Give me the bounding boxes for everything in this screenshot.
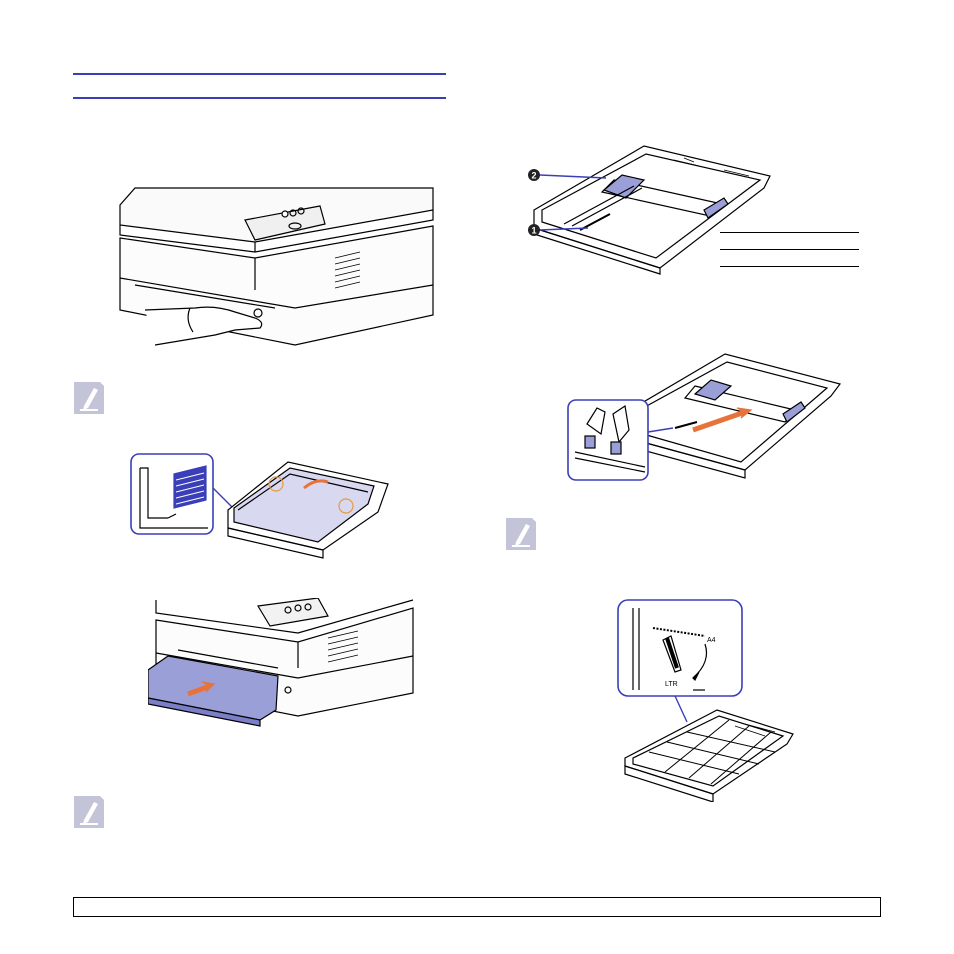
section-header-rule-top — [73, 73, 446, 75]
page-footer-box — [73, 897, 881, 917]
printer-open-tray-illustration — [115, 180, 440, 360]
paper-size-lever-illustration: A4 LTR — [615, 598, 795, 802]
callout-1: 1 — [531, 226, 536, 236]
tray-guides-callout-illustration: 2 1 — [524, 140, 774, 275]
legend-table-line — [720, 266, 859, 267]
legend-table-line — [720, 232, 859, 233]
label-ltr: LTR — [665, 681, 678, 688]
note-icon — [72, 794, 106, 830]
insert-tray-illustration — [148, 598, 418, 738]
paper-load-tray-illustration — [128, 448, 390, 560]
legend-table-line — [720, 249, 859, 250]
note-icon — [504, 516, 538, 552]
section-header-rule-bottom — [73, 97, 446, 99]
adjust-length-guide-illustration — [565, 352, 845, 482]
label-a4: A4 — [707, 637, 716, 644]
note-icon — [72, 380, 106, 416]
callout-2: 2 — [531, 171, 536, 181]
